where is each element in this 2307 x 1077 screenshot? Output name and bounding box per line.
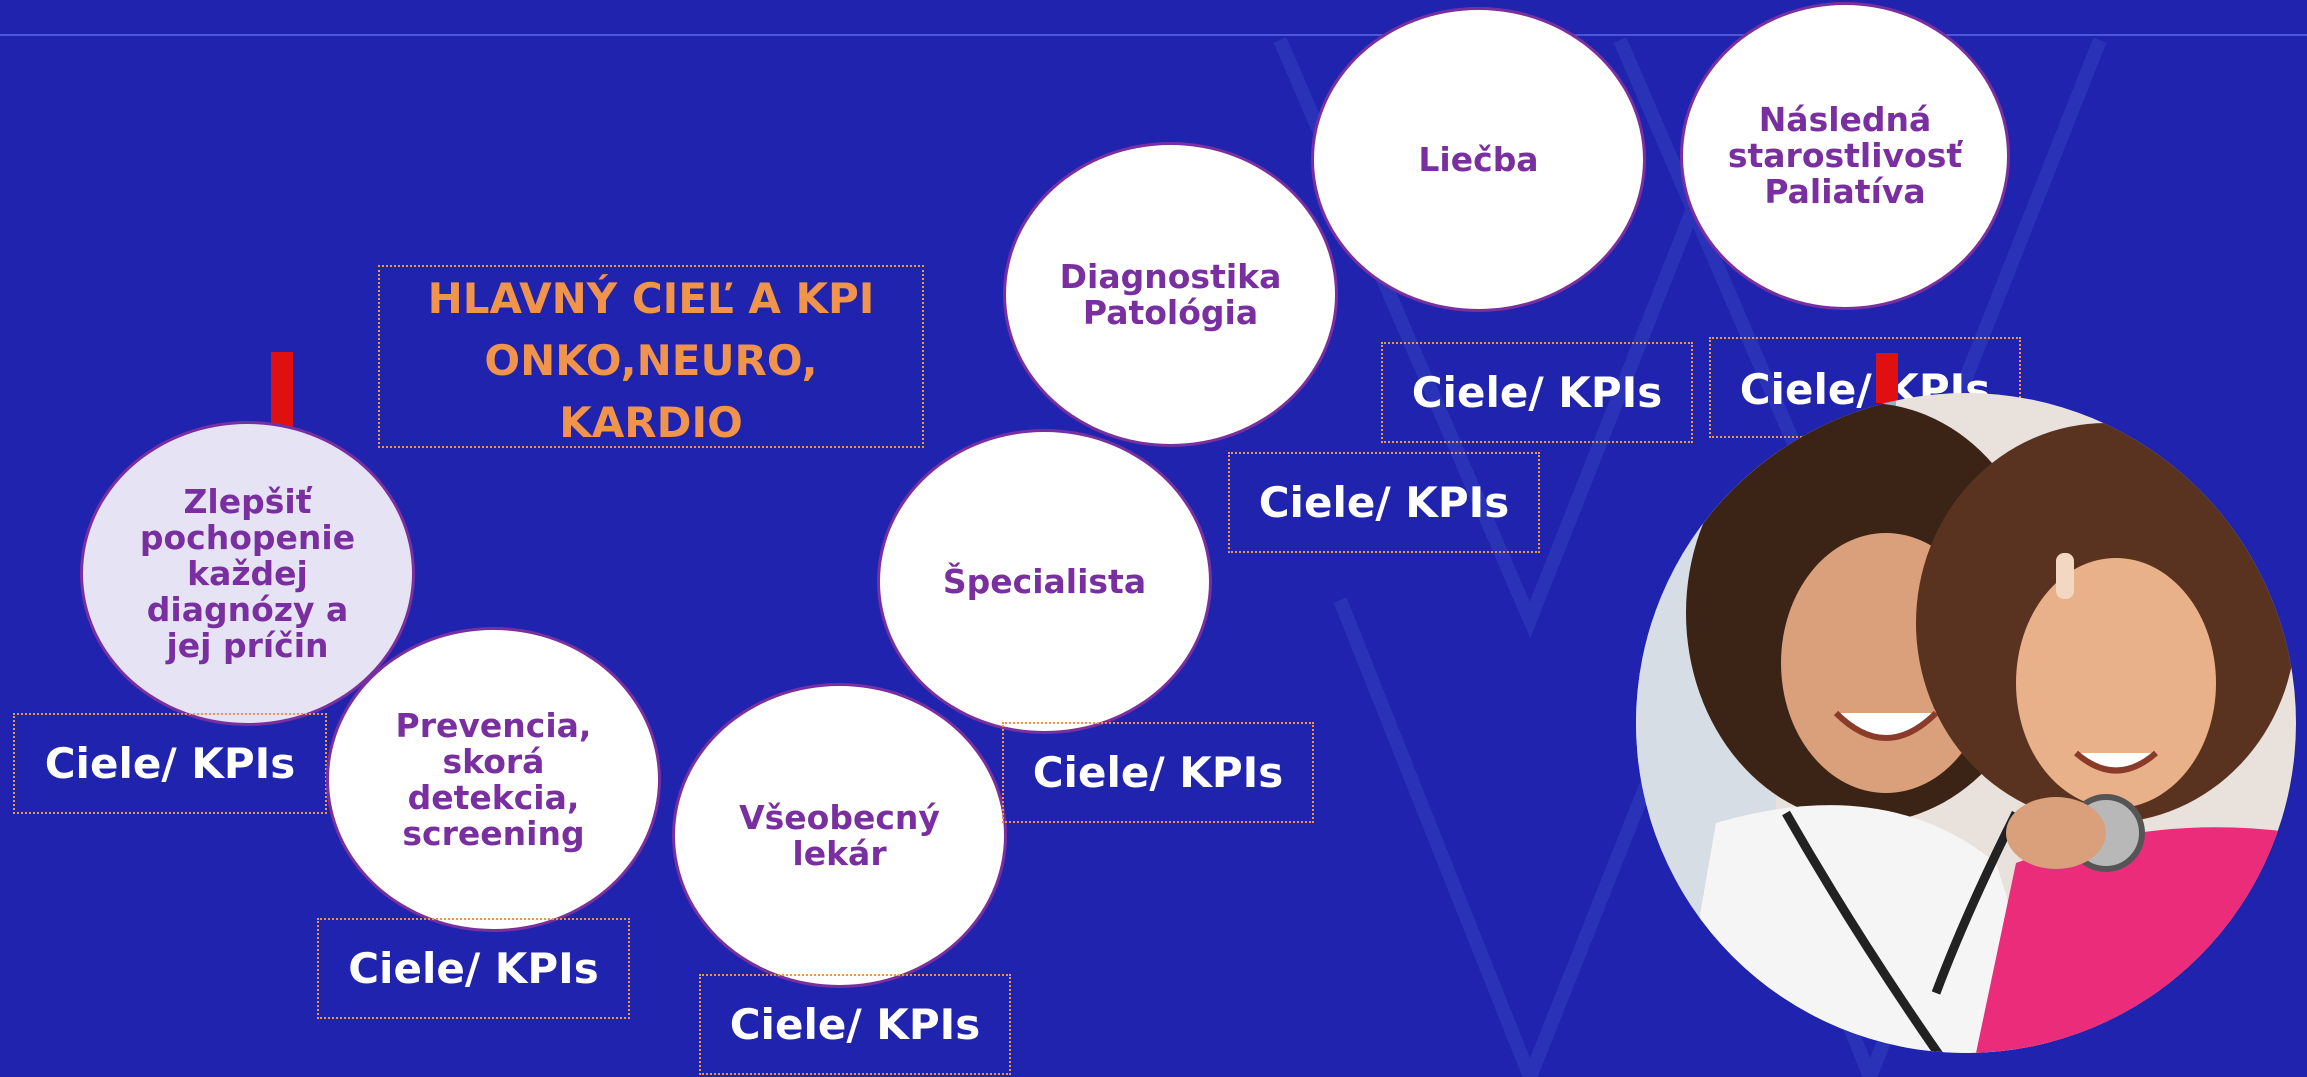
step-circle-specialist: Špecialista bbox=[877, 429, 1212, 734]
kpi-box-specialist: Ciele/ KPIs bbox=[1002, 722, 1314, 823]
kpi-label: Ciele/ KPIs bbox=[44, 739, 296, 788]
kpi-box-treatment: Ciele/ KPIs bbox=[1381, 342, 1693, 443]
step-circle-understanding: Zlepšiť pochopenie každej diagnózy a jej… bbox=[80, 421, 415, 726]
step-label: Všeobecný lekár bbox=[739, 797, 940, 873]
doctor-child-photo bbox=[1636, 393, 2296, 1053]
step-label: Následná starostlivosť Paliatíva bbox=[1727, 100, 1963, 211]
kpi-box-diagnostics: Ciele/ KPIs bbox=[1228, 452, 1540, 553]
step-label: Prevencia, skorá detekcia, screening bbox=[395, 705, 592, 853]
step-circle-aftercare: Následná starostlivosť Paliatíva bbox=[1680, 2, 2010, 310]
kpi-box-prevention: Ciele/ KPIs bbox=[317, 918, 630, 1019]
kpi-label: Ciele/ KPIs bbox=[1411, 368, 1663, 417]
step-label: Špecialista bbox=[942, 561, 1147, 601]
marker-red-left bbox=[271, 352, 293, 430]
kpi-box-understanding: Ciele/ KPIs bbox=[13, 713, 327, 814]
step-circle-general-practitioner: Všeobecný lekár bbox=[672, 683, 1007, 988]
main-goal-box: HLAVNÝ CIEĽ A KPI ONKO,NEURO, KARDIO bbox=[378, 265, 924, 448]
step-circle-diagnostics: Diagnostika Patológia bbox=[1003, 142, 1338, 447]
step-label: Diagnostika Patológia bbox=[1059, 256, 1282, 332]
kpi-label: Ciele/ KPIs bbox=[1032, 748, 1284, 797]
kpi-box-general-practitioner: Ciele/ KPIs bbox=[699, 974, 1011, 1075]
kpi-label: Ciele/ KPIs bbox=[348, 944, 599, 993]
header-divider bbox=[0, 34, 2307, 36]
marker-red-right bbox=[1876, 353, 1898, 403]
step-circle-prevention: Prevencia, skorá detekcia, screening bbox=[326, 627, 661, 932]
step-label: Liečba bbox=[1418, 139, 1539, 179]
step-circle-treatment: Liečba bbox=[1311, 7, 1646, 312]
step-label: Zlepšiť pochopenie každej diagnózy a jej… bbox=[139, 481, 356, 665]
kpi-label: Ciele/ KPIs bbox=[729, 1000, 981, 1049]
kpi-label: Ciele/ KPIs bbox=[1258, 478, 1510, 527]
